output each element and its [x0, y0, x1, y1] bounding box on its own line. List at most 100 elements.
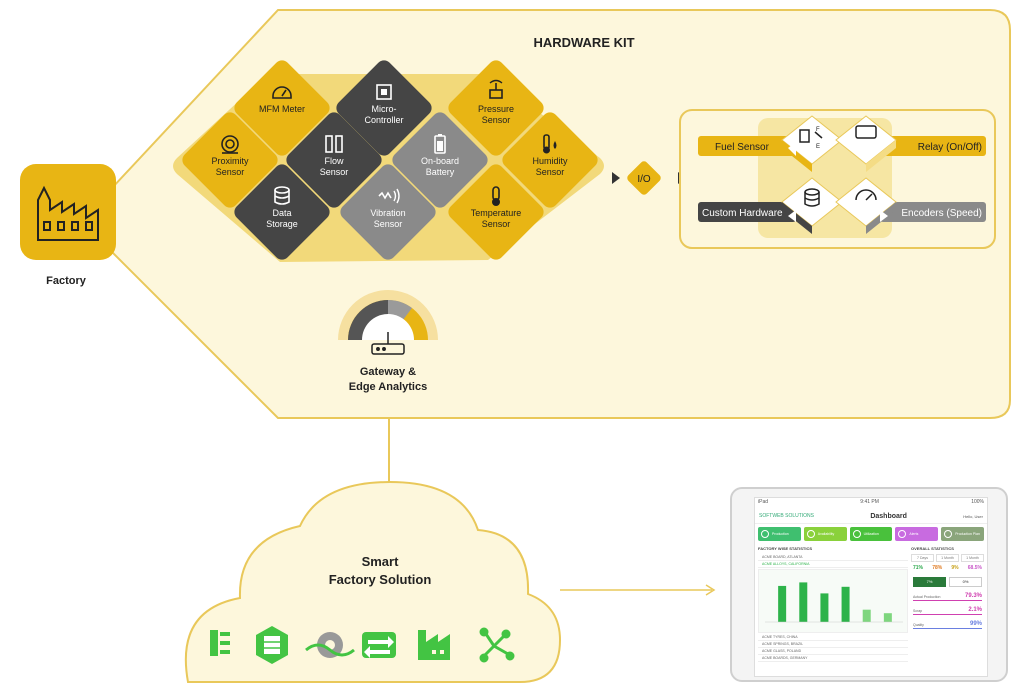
gauge-icon: F E	[799, 127, 823, 150]
metric-label: Actual Production	[913, 595, 941, 599]
factory-row[interactable]: ACME BOARD, ATLANTA	[758, 554, 908, 561]
fuel-sensor-label: Fuel Sensor	[715, 142, 770, 153]
temperature-icon	[492, 186, 500, 206]
metric-bar	[913, 628, 982, 629]
database-hex-icon	[256, 626, 288, 664]
gateway-label-line1: Gateway &	[360, 366, 416, 378]
relay-icon	[855, 125, 877, 139]
cloud-title-line1: Smart	[362, 554, 400, 569]
humidity-label: Humidity	[532, 156, 568, 166]
battery-label: On-board	[421, 156, 459, 166]
overall-stats: 71%78%9%68.5%	[911, 565, 984, 571]
pressure-icon	[489, 79, 503, 99]
gateway-gauge	[338, 290, 438, 340]
period-tabs: 7 Days 1 Month 1 Month	[911, 554, 984, 562]
metric-bar	[913, 614, 982, 615]
tab-7-days[interactable]: 7 Days	[911, 554, 934, 562]
cloud-title-line2: Factory Solution	[329, 572, 432, 587]
factory-row[interactable]: ACME SPRINGS, BRAZIL	[758, 641, 908, 648]
kpi-card[interactable]: Production	[758, 527, 801, 541]
dashboard-screen: iPad 9:41 PM 100% SOFTWEB SOLUTIONS Dash…	[754, 497, 988, 677]
mini-bar	[799, 582, 808, 622]
mini-bar	[883, 613, 892, 622]
factory-row[interactable]: ACME BOARDS, GERMANY	[758, 655, 908, 662]
metric-value: 79.3%	[964, 593, 982, 599]
factory-row[interactable]: ACME ALLOYS, CALIFORNIA	[758, 561, 908, 568]
fuel-sensor-bar	[698, 136, 796, 156]
mini-bar	[778, 585, 787, 622]
battery-label: Battery	[426, 167, 455, 177]
factory-row[interactable]: ACME TYRES, CHINA	[758, 634, 908, 641]
stat-value: 68.5%	[967, 565, 982, 571]
factory-stats-title: FACTORY WISE STATISTICS	[758, 546, 813, 551]
overall-stats-title: OVERALL STATISTICS	[911, 546, 954, 551]
proximity-icon	[221, 135, 239, 154]
factory-label: Factory	[46, 275, 87, 287]
relay-cube	[835, 115, 897, 172]
micro-label: Controller	[364, 115, 403, 125]
stat-value: 9%	[951, 565, 959, 571]
custom-hardware-label: Custom Hardware	[702, 208, 783, 219]
stat-toggle-a[interactable]: 7%	[913, 577, 946, 587]
mfm-icon	[272, 86, 292, 99]
svg-text:E: E	[816, 144, 820, 150]
factory-bar-chart	[758, 569, 908, 633]
metric-value: 2.1%	[968, 607, 982, 613]
factory-icon	[37, 185, 99, 241]
dashboard-title: Dashboard	[870, 512, 907, 520]
dashboard-header: SOFTWEB SOLUTIONS Dashboard Hello, User	[755, 509, 987, 524]
metric-bar	[913, 600, 982, 601]
humidity-label: Sensor	[536, 167, 565, 177]
kpi-card[interactable]: Production Plan	[941, 527, 984, 541]
storage-icon	[274, 186, 290, 205]
hardware-kit-title: HARDWARE KIT	[533, 35, 634, 50]
router-icon	[371, 332, 405, 355]
io-label: I/O	[637, 174, 651, 185]
status-time: 9:41 PM	[860, 499, 879, 505]
vibration-label: Sensor	[374, 219, 403, 229]
status-bar: iPad 9:41 PM 100%	[755, 498, 987, 509]
stat-value: 71%	[913, 565, 924, 571]
svg-text:F: F	[816, 127, 820, 133]
stat-toggle-b[interactable]: 0%	[949, 577, 982, 587]
mini-bar	[820, 593, 829, 622]
vibration-label: Vibration	[370, 208, 405, 218]
gateway-label-line2: Edge Analytics	[349, 381, 427, 393]
user-menu[interactable]: Hello, User	[963, 513, 983, 519]
overall-stats-panel: OVERALL STATISTICS 7 Days 1 Month 1 Mont…	[911, 544, 984, 662]
mfm-label: MFM Meter	[259, 104, 305, 114]
arrow-to-io	[612, 172, 620, 184]
fuel-sensor-cube	[781, 115, 843, 172]
tab-1-month-b[interactable]: 1 Month	[961, 554, 984, 562]
tab-1-month[interactable]: 1 Month	[936, 554, 959, 562]
factory-row[interactable]: ACME GLASS, POLAND	[758, 648, 908, 655]
metric-label: Quality	[913, 623, 924, 627]
kpi-card[interactable]: Alerts	[895, 527, 939, 541]
gear-icon	[305, 632, 355, 658]
tablet-device: iPad 9:41 PM 100% SOFTWEB SOLUTIONS Dash…	[730, 487, 1008, 682]
temperature-label: Sensor	[482, 219, 511, 229]
kpi-card[interactable]: Utilization	[849, 527, 893, 541]
mfm-tile: MFM Meter	[234, 60, 330, 156]
flow-icon	[325, 135, 343, 153]
flow-label: Flow	[324, 156, 344, 166]
factory-green-icon	[418, 630, 450, 660]
data-streams-icon	[210, 630, 230, 656]
micro-label: Micro-	[372, 104, 397, 114]
proximity-label: Proximity	[211, 156, 249, 166]
encoders-bar	[880, 202, 986, 222]
mini-bar	[862, 609, 871, 622]
kpi-card[interactable]: Availability	[803, 527, 847, 541]
mini-bar-chart	[765, 582, 903, 623]
transfer-arrows-icon	[362, 632, 396, 658]
flow-label: Sensor	[320, 167, 349, 177]
